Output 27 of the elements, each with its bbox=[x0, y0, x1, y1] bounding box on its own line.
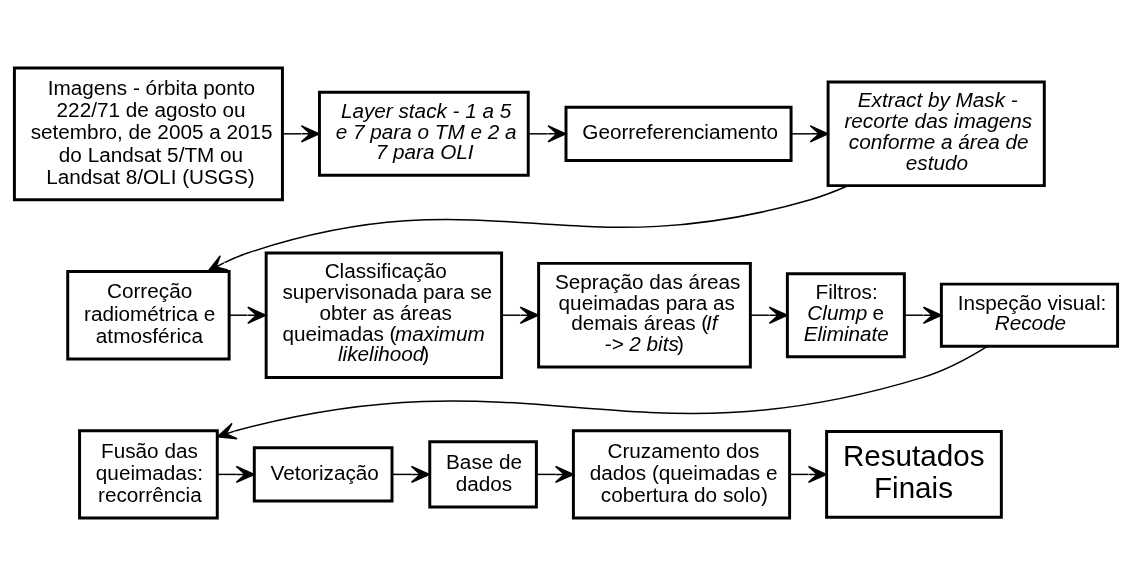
arrow bbox=[216, 345, 989, 439]
arrow bbox=[535, 465, 575, 483]
node-box: Georreferenciamento bbox=[564, 105, 793, 162]
arrow bbox=[527, 124, 567, 143]
node-box: Inspeção visual: Recode bbox=[939, 282, 1120, 348]
arrow bbox=[228, 306, 267, 324]
node-box: Cruzamento dos dados (queimadas e cobertura do solo) bbox=[571, 428, 792, 520]
arrow bbox=[207, 184, 849, 272]
node-box: Imagens - órbita ponto 222/71 de agosto ou setembro, de 2005 a 2015 do Landsat 5/TM ou Landsat 8/OLI (USGS) bbox=[12, 65, 284, 201]
arrow bbox=[903, 306, 942, 324]
arrow bbox=[790, 124, 829, 143]
node-box: Base de dados bbox=[428, 439, 538, 508]
node-box: Vetorização bbox=[252, 445, 394, 503]
node-box: Sepração das áreas queimadas para as demais áreas (If -> 2 bits) bbox=[537, 261, 752, 369]
arrow bbox=[749, 306, 788, 324]
node-box: Extract by Mask - recorte das imagens conforme a área de estudo bbox=[826, 80, 1046, 187]
node-box: Layer stack - 1 a 5 e 7 para o TM e 2 a 7 para OLI bbox=[317, 90, 530, 177]
arrow bbox=[216, 465, 255, 483]
node-box: Correção radiométrica e atmosférica bbox=[66, 269, 231, 360]
node-box: Resutados Finais bbox=[825, 429, 1003, 519]
node-box: Classificação supervisonada para se obter as áreas queimadas (maximum likelihood) bbox=[264, 251, 504, 379]
arrow bbox=[282, 124, 320, 143]
node-box: Filtros: Clump e Eliminate bbox=[785, 271, 906, 358]
arrow bbox=[391, 465, 431, 483]
arrow bbox=[789, 465, 828, 483]
arrow bbox=[501, 306, 539, 324]
node-box: Fusão das queimadas: recorrência bbox=[78, 428, 219, 520]
